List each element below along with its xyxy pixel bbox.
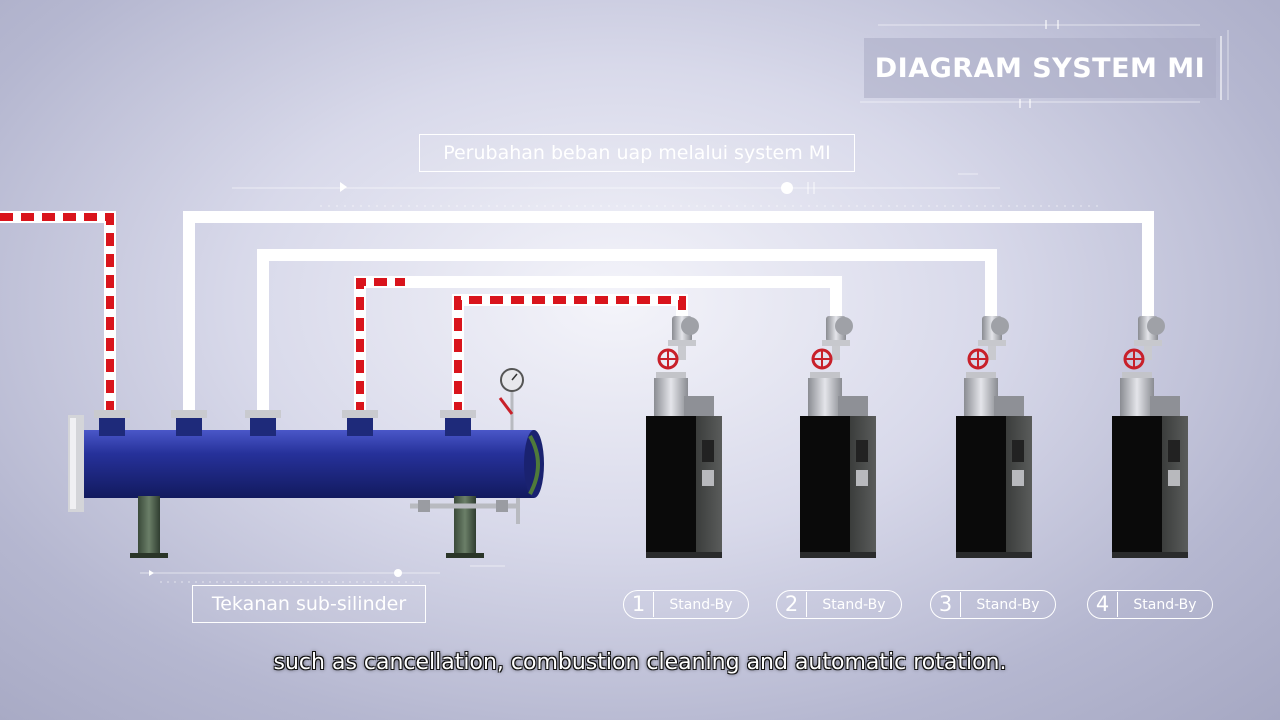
boiler-status-3: 3 Stand-By: [930, 590, 1056, 619]
progress-dot-bottom: [394, 569, 402, 577]
boiler-number: 3: [931, 592, 961, 617]
boiler-number: 4: [1088, 592, 1118, 617]
boiler-2: [800, 316, 876, 558]
valve-handwheel-icon: [811, 348, 833, 370]
boiler-status-2: 2 Stand-By: [776, 590, 902, 619]
boiler-status-label: Stand-By: [669, 596, 733, 613]
check-valve-icon: [978, 316, 1009, 346]
boiler-status-label: Stand-By: [1133, 596, 1197, 613]
caption-steam-load: Perubahan beban uap melalui system MI: [419, 134, 855, 172]
check-valve-icon: [822, 316, 853, 346]
hud-lines: [140, 20, 1229, 583]
check-valve-icon: [1134, 316, 1165, 346]
valve-handwheel-icon: [657, 348, 679, 370]
valve-handwheel-icon: [967, 348, 989, 370]
boiler-1: [646, 316, 722, 558]
drain-pipe: [410, 498, 520, 524]
boiler-status-4: 4 Stand-By: [1087, 590, 1213, 619]
boiler-3: [956, 316, 1032, 558]
play-marker-top: [340, 182, 347, 192]
caption-header-pressure: Tekanan sub-silinder: [192, 585, 426, 623]
steam-header: [68, 368, 544, 558]
boiler-status-1: 1 Stand-By: [623, 590, 749, 619]
active-steam-lines: [0, 211, 688, 415]
valve-handwheel-icon: [1123, 348, 1145, 370]
boiler-4: [1112, 316, 1188, 558]
check-valve-icon: [668, 316, 699, 346]
title-banner: DIAGRAM SYSTEM MI: [864, 38, 1216, 98]
play-marker-bottom: [149, 570, 154, 576]
progress-dot-top: [781, 182, 793, 194]
boiler-number: 1: [624, 592, 654, 617]
header-nozzles: [94, 410, 476, 436]
page-title: DIAGRAM SYSTEM MI: [874, 52, 1206, 84]
boiler-status-label: Stand-By: [822, 596, 886, 613]
video-subtitle: such as cancellation, combustion cleanin…: [273, 650, 1007, 675]
boiler-number: 2: [777, 592, 807, 617]
boiler-status-label: Stand-By: [976, 596, 1040, 613]
pressure-gauge-icon: [498, 368, 524, 430]
